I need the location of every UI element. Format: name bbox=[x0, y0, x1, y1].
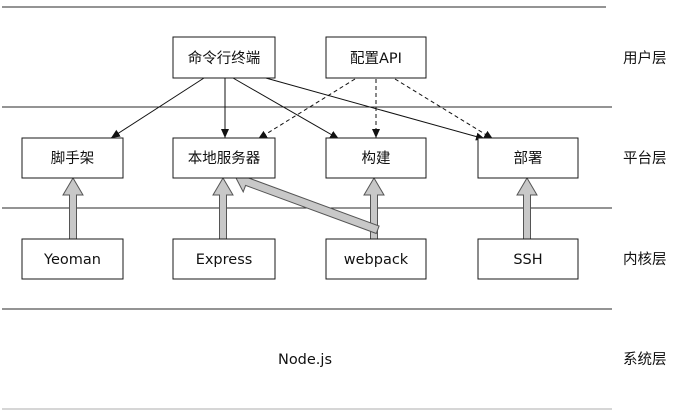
node-cli: 命令行终端 bbox=[172, 36, 276, 79]
node-ssh: SSH bbox=[477, 238, 579, 280]
node-express-label: Express bbox=[196, 252, 253, 268]
node-deploy: 部署 bbox=[477, 137, 579, 179]
fat-arrow-express-local-server bbox=[212, 177, 234, 240]
node-build-label: 构建 bbox=[362, 150, 391, 167]
node-yeoman-label: Yeoman bbox=[43, 252, 101, 268]
dashed-arrow-config-deploy bbox=[394, 78, 494, 140]
node-ssh-label: SSH bbox=[513, 252, 542, 268]
node-express: Express bbox=[172, 238, 276, 280]
layer-label-platform: 平台层 bbox=[623, 150, 667, 167]
node-local-server-label: 本地服务器 bbox=[188, 150, 261, 167]
node-build: 构建 bbox=[325, 137, 427, 179]
node-config-api-label: 配置API bbox=[350, 50, 402, 67]
node-yeoman: Yeoman bbox=[21, 238, 124, 280]
fat-arrow-ssh-deploy bbox=[516, 177, 538, 240]
arrow-cli-scaffold bbox=[110, 77, 205, 139]
node-webpack: webpack bbox=[325, 238, 427, 280]
layer-label-user: 用户层 bbox=[623, 50, 667, 67]
node-scaffold: 脚手架 bbox=[21, 137, 124, 179]
node-local-server: 本地服务器 bbox=[172, 137, 276, 179]
arrow-cli-deploy bbox=[254, 74, 486, 141]
layer-label-system: 系统层 bbox=[623, 351, 667, 368]
fat-arrow-yeoman-scaffold bbox=[62, 177, 84, 240]
node-config-api: 配置API bbox=[325, 36, 427, 79]
arrow-cli-build bbox=[232, 77, 340, 140]
node-webpack-label: webpack bbox=[344, 252, 409, 268]
node-cli-label: 命令行终端 bbox=[188, 49, 261, 67]
dashed-arrow-config-local-server bbox=[257, 78, 356, 140]
node-nodejs-label: Node.js bbox=[278, 352, 332, 368]
fat-arrow-webpack-local-server bbox=[235, 170, 380, 235]
node-deploy-label: 部署 bbox=[514, 150, 543, 167]
node-scaffold-label: 脚手架 bbox=[51, 150, 95, 167]
layer-label-kernel: 内核层 bbox=[623, 251, 667, 268]
